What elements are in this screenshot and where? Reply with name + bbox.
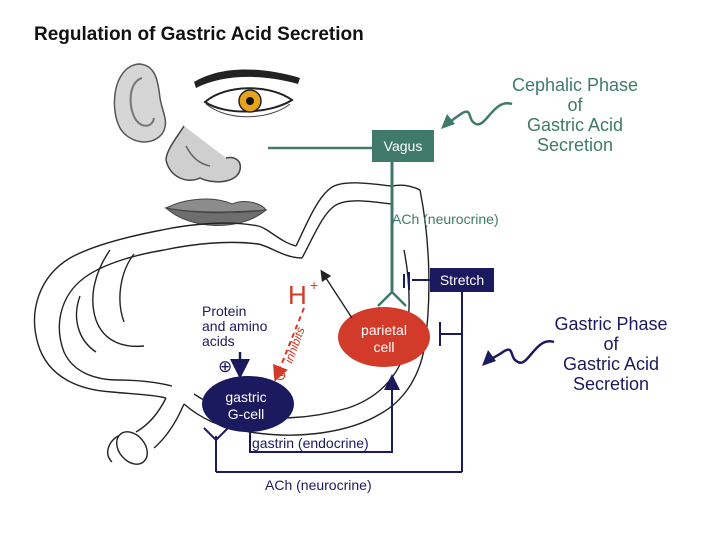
face-illustration [113,63,300,226]
vagus-nerve-ending [377,290,407,307]
inhibits-arrow [273,307,305,382]
minus-sign: ⊖ [274,367,287,384]
g-cell-nerve-ending [203,427,229,442]
svg-text:Cephalic Phase: Cephalic Phase [512,75,638,95]
cephalic-arrow-head [441,114,455,129]
page-title: Regulation of Gastric Acid Secretion [34,24,364,45]
vagus-box [372,130,434,162]
gastrin-path [249,374,400,453]
ear-icon [113,63,167,143]
svg-text:Secretion: Secretion [537,135,613,155]
parietal-cell-label-1: parietal [361,322,407,338]
gastric-phase-label: Gastric Phase of Gastric Acid Secretion [554,314,667,394]
stretch-box [430,268,494,292]
svg-text:Gastric Phase: Gastric Phase [554,314,667,334]
parietal-cell-label-2: cell [373,339,394,355]
ach-neurocrine-bottom-label: ACh (neurocrine) [265,477,372,493]
protein-label-3: acids [202,333,235,349]
stretch-to-parietal-ending [439,322,462,346]
h-secretion-arrow [320,269,353,319]
protein-label-2: and amino [202,318,268,334]
vagus-label: Vagus [384,138,423,154]
cephalic-phase-label: Cephalic Phase of Gastric Acid Secretion [512,75,638,155]
svg-text:of: of [567,95,583,115]
h-ion-symbol: H [288,280,307,310]
svg-text:Gastric Acid: Gastric Acid [563,354,659,374]
nose-icon [165,125,242,183]
protein-label-1: Protein [202,303,246,319]
stretch-receptor [403,272,410,290]
g-cell [202,376,294,432]
eyebrow-icon [194,69,300,88]
gastric-arrow-head [482,350,496,366]
eye-icon [203,87,294,118]
ach-neurocrine-top-label: ACh (neurocrine) [392,211,499,227]
svg-text:of: of [603,334,619,354]
g-cell-label-2: G-cell [228,406,265,422]
h-ion-charge: + [310,277,318,293]
parietal-cell [338,307,430,367]
inhibits-label: inhibits [282,325,308,365]
cephalic-squiggle-arrow [443,102,513,128]
svg-text:Secretion: Secretion [573,374,649,394]
stretch-label: Stretch [440,272,484,288]
lips-icon [164,198,268,226]
gastric-squiggle-arrow [485,340,555,364]
g-cell-label-1: gastric [225,389,266,405]
svg-text:Gastric Acid: Gastric Acid [527,115,623,135]
gastrin-label: gastrin (endocrine) [252,435,369,451]
plus-sign: ⊕ [218,357,232,376]
